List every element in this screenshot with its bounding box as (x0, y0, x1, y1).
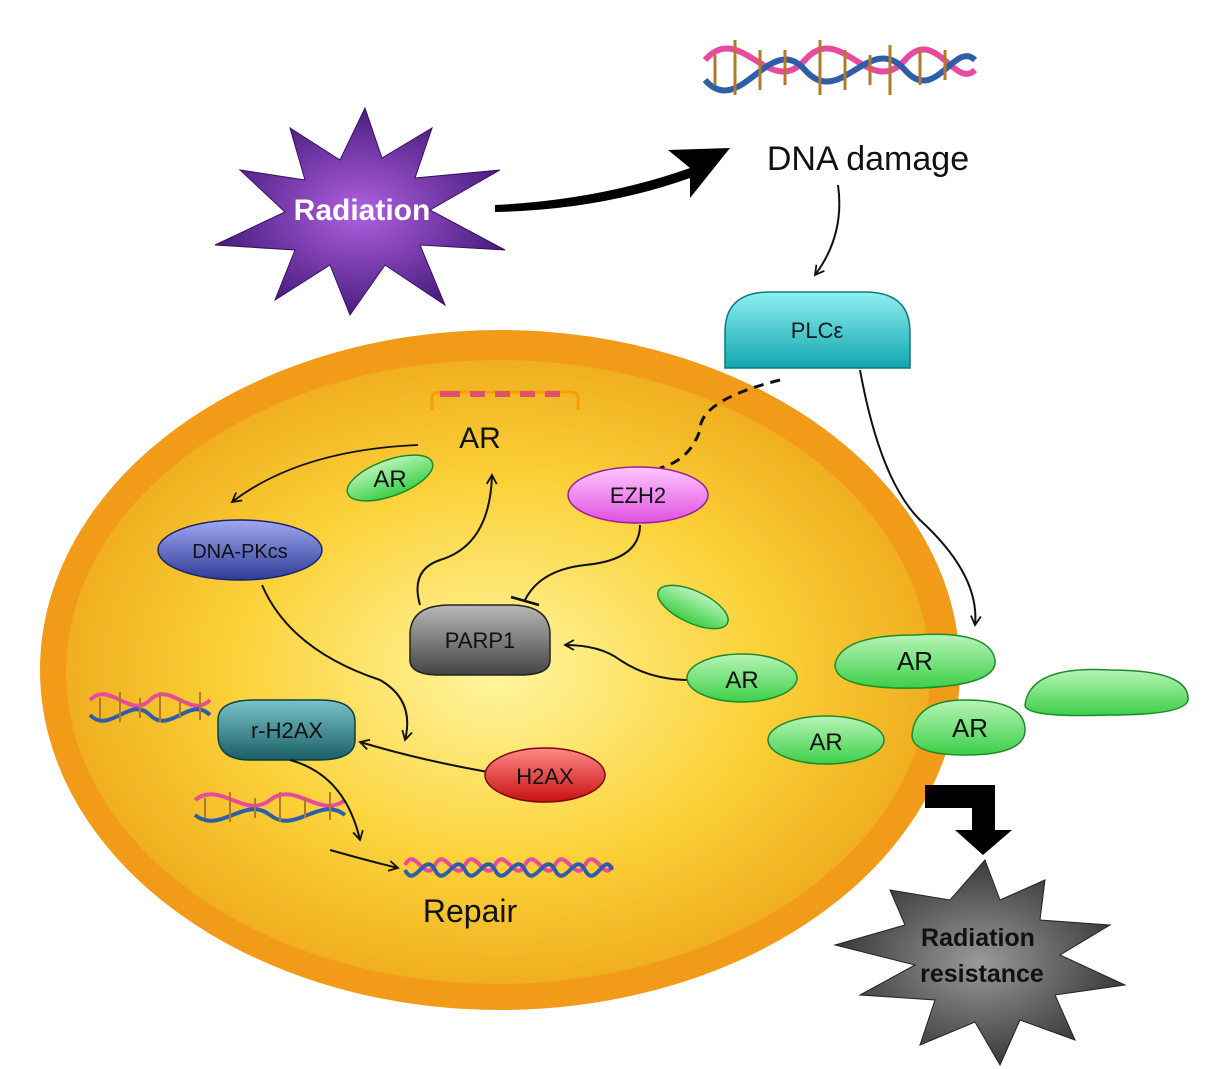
parp1-node (409, 604, 551, 676)
ar-right-1-node (834, 633, 996, 689)
ar-to-dnapkcs-arrow (230, 444, 419, 504)
ar-to-resistance-arrow (925, 785, 1012, 855)
damaged-dna-icon (88, 692, 212, 723)
ar-right-blob-node (1024, 668, 1189, 717)
h2ax-label: H2AX (516, 764, 574, 789)
resistance-label-line1: Radiation (921, 924, 1035, 952)
ar-right-2-node (911, 699, 1026, 756)
ezh2-label: EZH2 (610, 483, 666, 508)
parp1-label: PARP1 (445, 628, 516, 653)
ezh2-node (567, 466, 709, 524)
ar-right-1-label: AR (897, 646, 933, 676)
dna-to-plc-arrow (813, 184, 841, 277)
ar-small-label: AR (373, 466, 406, 493)
dna-to-repair-arrow (329, 849, 400, 872)
damaged-dna-icon-2 (193, 792, 347, 823)
dna-damage-label: DNA damage (767, 140, 969, 178)
radiation-to-dna-arrow (495, 148, 730, 212)
repaired-dna-icon (403, 857, 614, 878)
rh2ax-to-repair-arrow (289, 759, 364, 842)
ar-to-parp1-arrow (563, 639, 691, 681)
ezh2-inhibits-parp1 (524, 524, 641, 601)
dna-pkcs-label: DNA-PKcs (192, 541, 288, 563)
plc-ezh2-dashed-link (659, 378, 781, 470)
ar-right-3-node (767, 715, 885, 765)
ar-inner-label: AR (725, 667, 758, 694)
ar-gene-label: AR (459, 422, 501, 455)
ar-right-2-label: AR (952, 713, 988, 743)
plc-epsilon-label: PLCε (791, 318, 844, 343)
ar-small-node (346, 454, 434, 502)
ar-inner-node (686, 653, 798, 703)
parp1-to-ar-arrow (416, 473, 498, 606)
inhibition-bar (510, 595, 540, 607)
r-h2ax-label: r-H2AX (251, 718, 323, 743)
ar-gene-bracket (430, 390, 580, 410)
dna-pkcs-node (157, 519, 323, 581)
r-h2ax-node (217, 699, 356, 761)
plc-epsilon-node (724, 291, 911, 369)
ar-right-3-label: AR (809, 729, 842, 756)
resistance-label-line2: resistance (920, 960, 1044, 988)
plc-to-ar-arrow (859, 369, 982, 627)
ar-blob-node (657, 584, 729, 630)
repair-label: Repair (423, 893, 518, 929)
dna-helix-icon (702, 40, 978, 95)
h2ax-node (484, 747, 606, 803)
radiation-star (214, 106, 506, 317)
dnapkcs-to-h2ax-arrow (261, 584, 413, 742)
resistance-star (833, 859, 1127, 1067)
h2ax-to-rh2ax-arrow (358, 738, 489, 773)
radiation-label: Radiation (294, 194, 431, 227)
